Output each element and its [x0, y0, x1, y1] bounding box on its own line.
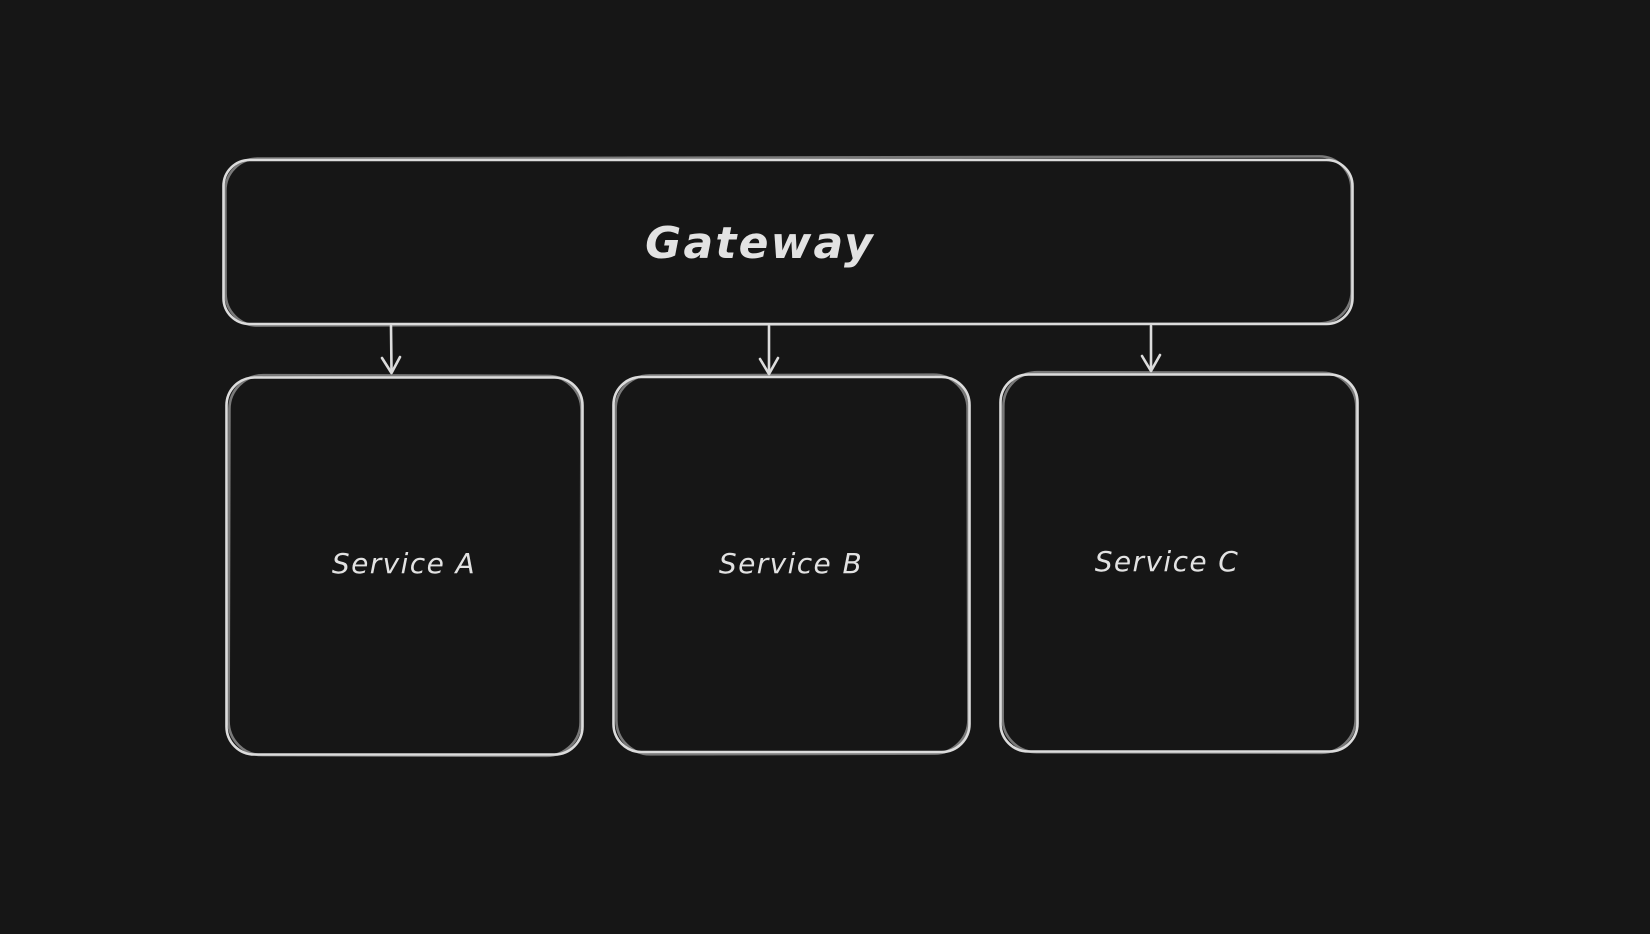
edge-gateway-service-b[interactable] [758, 324, 780, 376]
service-c-box-sketch-stroke [1001, 370, 1358, 755]
edge-gateway-service-a[interactable] [380, 324, 402, 375]
service-b-box [612, 375, 971, 754]
arrowhead-down [380, 355, 402, 375]
service-c-label: Service C [1095, 545, 1240, 578]
service-b-label: Service B [719, 547, 863, 580]
gateway-node[interactable]: Gateway [222, 155, 1354, 327]
service-a-node[interactable]: Service A [225, 373, 584, 758]
service-c-node[interactable]: Service C [999, 370, 1359, 755]
service-b-node[interactable]: Service B [612, 373, 971, 756]
arrow-line [389, 324, 393, 373]
service-a-label: Service A [332, 547, 476, 580]
service-b-box-sketch-stroke [614, 373, 970, 756]
arrowhead-down [1140, 353, 1162, 373]
edge-gateway-service-c[interactable] [1140, 324, 1162, 373]
service-a-box-sketch-stroke [227, 373, 583, 758]
gateway-box-sketch-stroke [224, 155, 1353, 327]
gateway-label: Gateway [645, 218, 875, 269]
